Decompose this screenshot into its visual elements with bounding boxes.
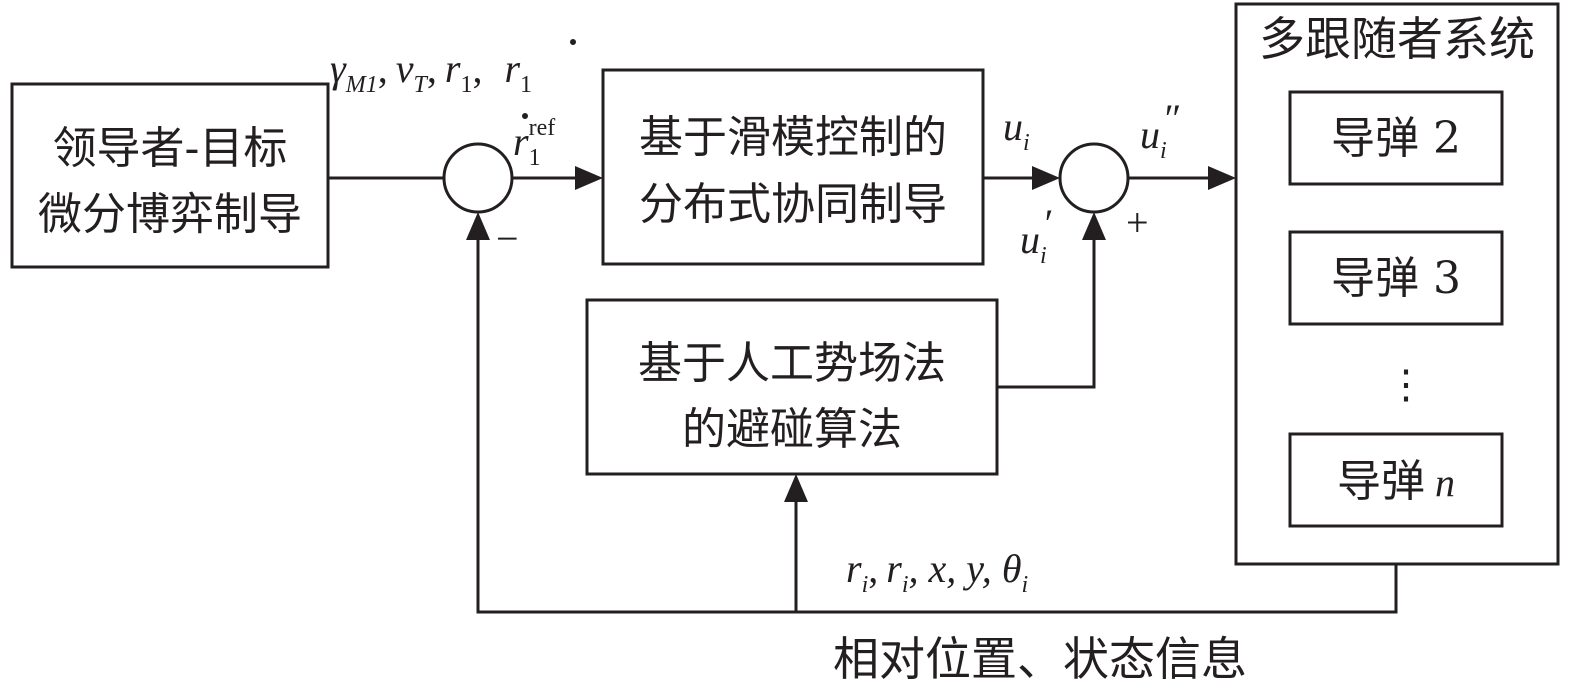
minus-sign: − bbox=[496, 216, 519, 261]
leader-target-block: 领导者-目标 微分博弈制导 bbox=[10, 82, 330, 269]
summing-junction-1 bbox=[442, 142, 514, 214]
missile-3-label: 导弹 3 bbox=[1331, 253, 1461, 304]
sliding-mode-block: 基于滑模控制的 分布式协同制导 bbox=[601, 68, 985, 266]
follower-system-title: 多跟随者系统 bbox=[1259, 12, 1535, 66]
ellipsis-vertical: ⋮ bbox=[1386, 362, 1426, 407]
leader-output-label: γM1,vT,r1,r1 bbox=[330, 46, 532, 98]
leader-target-block-line1: 领导者-目标 bbox=[53, 123, 288, 174]
reference-signal: r1ref bbox=[513, 113, 555, 171]
reference-signal-label: r1ref bbox=[513, 115, 555, 171]
reference-dot bbox=[522, 113, 528, 119]
feedback-signal-label: ri,ri, x, y, θi bbox=[846, 546, 1028, 598]
leader-target-block-line2: 微分博弈制导 bbox=[38, 189, 302, 240]
feedback-signals: ri,ri, x, y, θi bbox=[846, 546, 1028, 598]
u-i-prime-label: ui′ bbox=[1020, 201, 1053, 269]
leader-output-signals: γM1,vT,r1,r1 bbox=[330, 39, 576, 98]
summing-junction-2 bbox=[1058, 142, 1130, 214]
rdot-dot bbox=[570, 39, 576, 45]
connections bbox=[328, 166, 1398, 614]
collision-avoidance-block-line2: 的避碰算法 bbox=[682, 404, 902, 455]
sliding-mode-block-line2: 分布式协同制导 bbox=[639, 179, 947, 230]
collision-avoidance-block-line1: 基于人工势场法 bbox=[638, 338, 946, 389]
u-i-label: ui bbox=[1003, 104, 1030, 156]
feedback-info-caption: 相对位置、状态信息 bbox=[833, 632, 1247, 686]
u-i-double-prime-label: ui″ bbox=[1140, 96, 1181, 164]
collision-avoidance-block: 基于人工势场法 的避碰算法 bbox=[585, 298, 999, 476]
sliding-mode-block-line1: 基于滑模控制的 bbox=[639, 112, 947, 163]
plus-sign: + bbox=[1126, 200, 1149, 245]
missile-2-label: 导弹 2 bbox=[1331, 113, 1461, 164]
